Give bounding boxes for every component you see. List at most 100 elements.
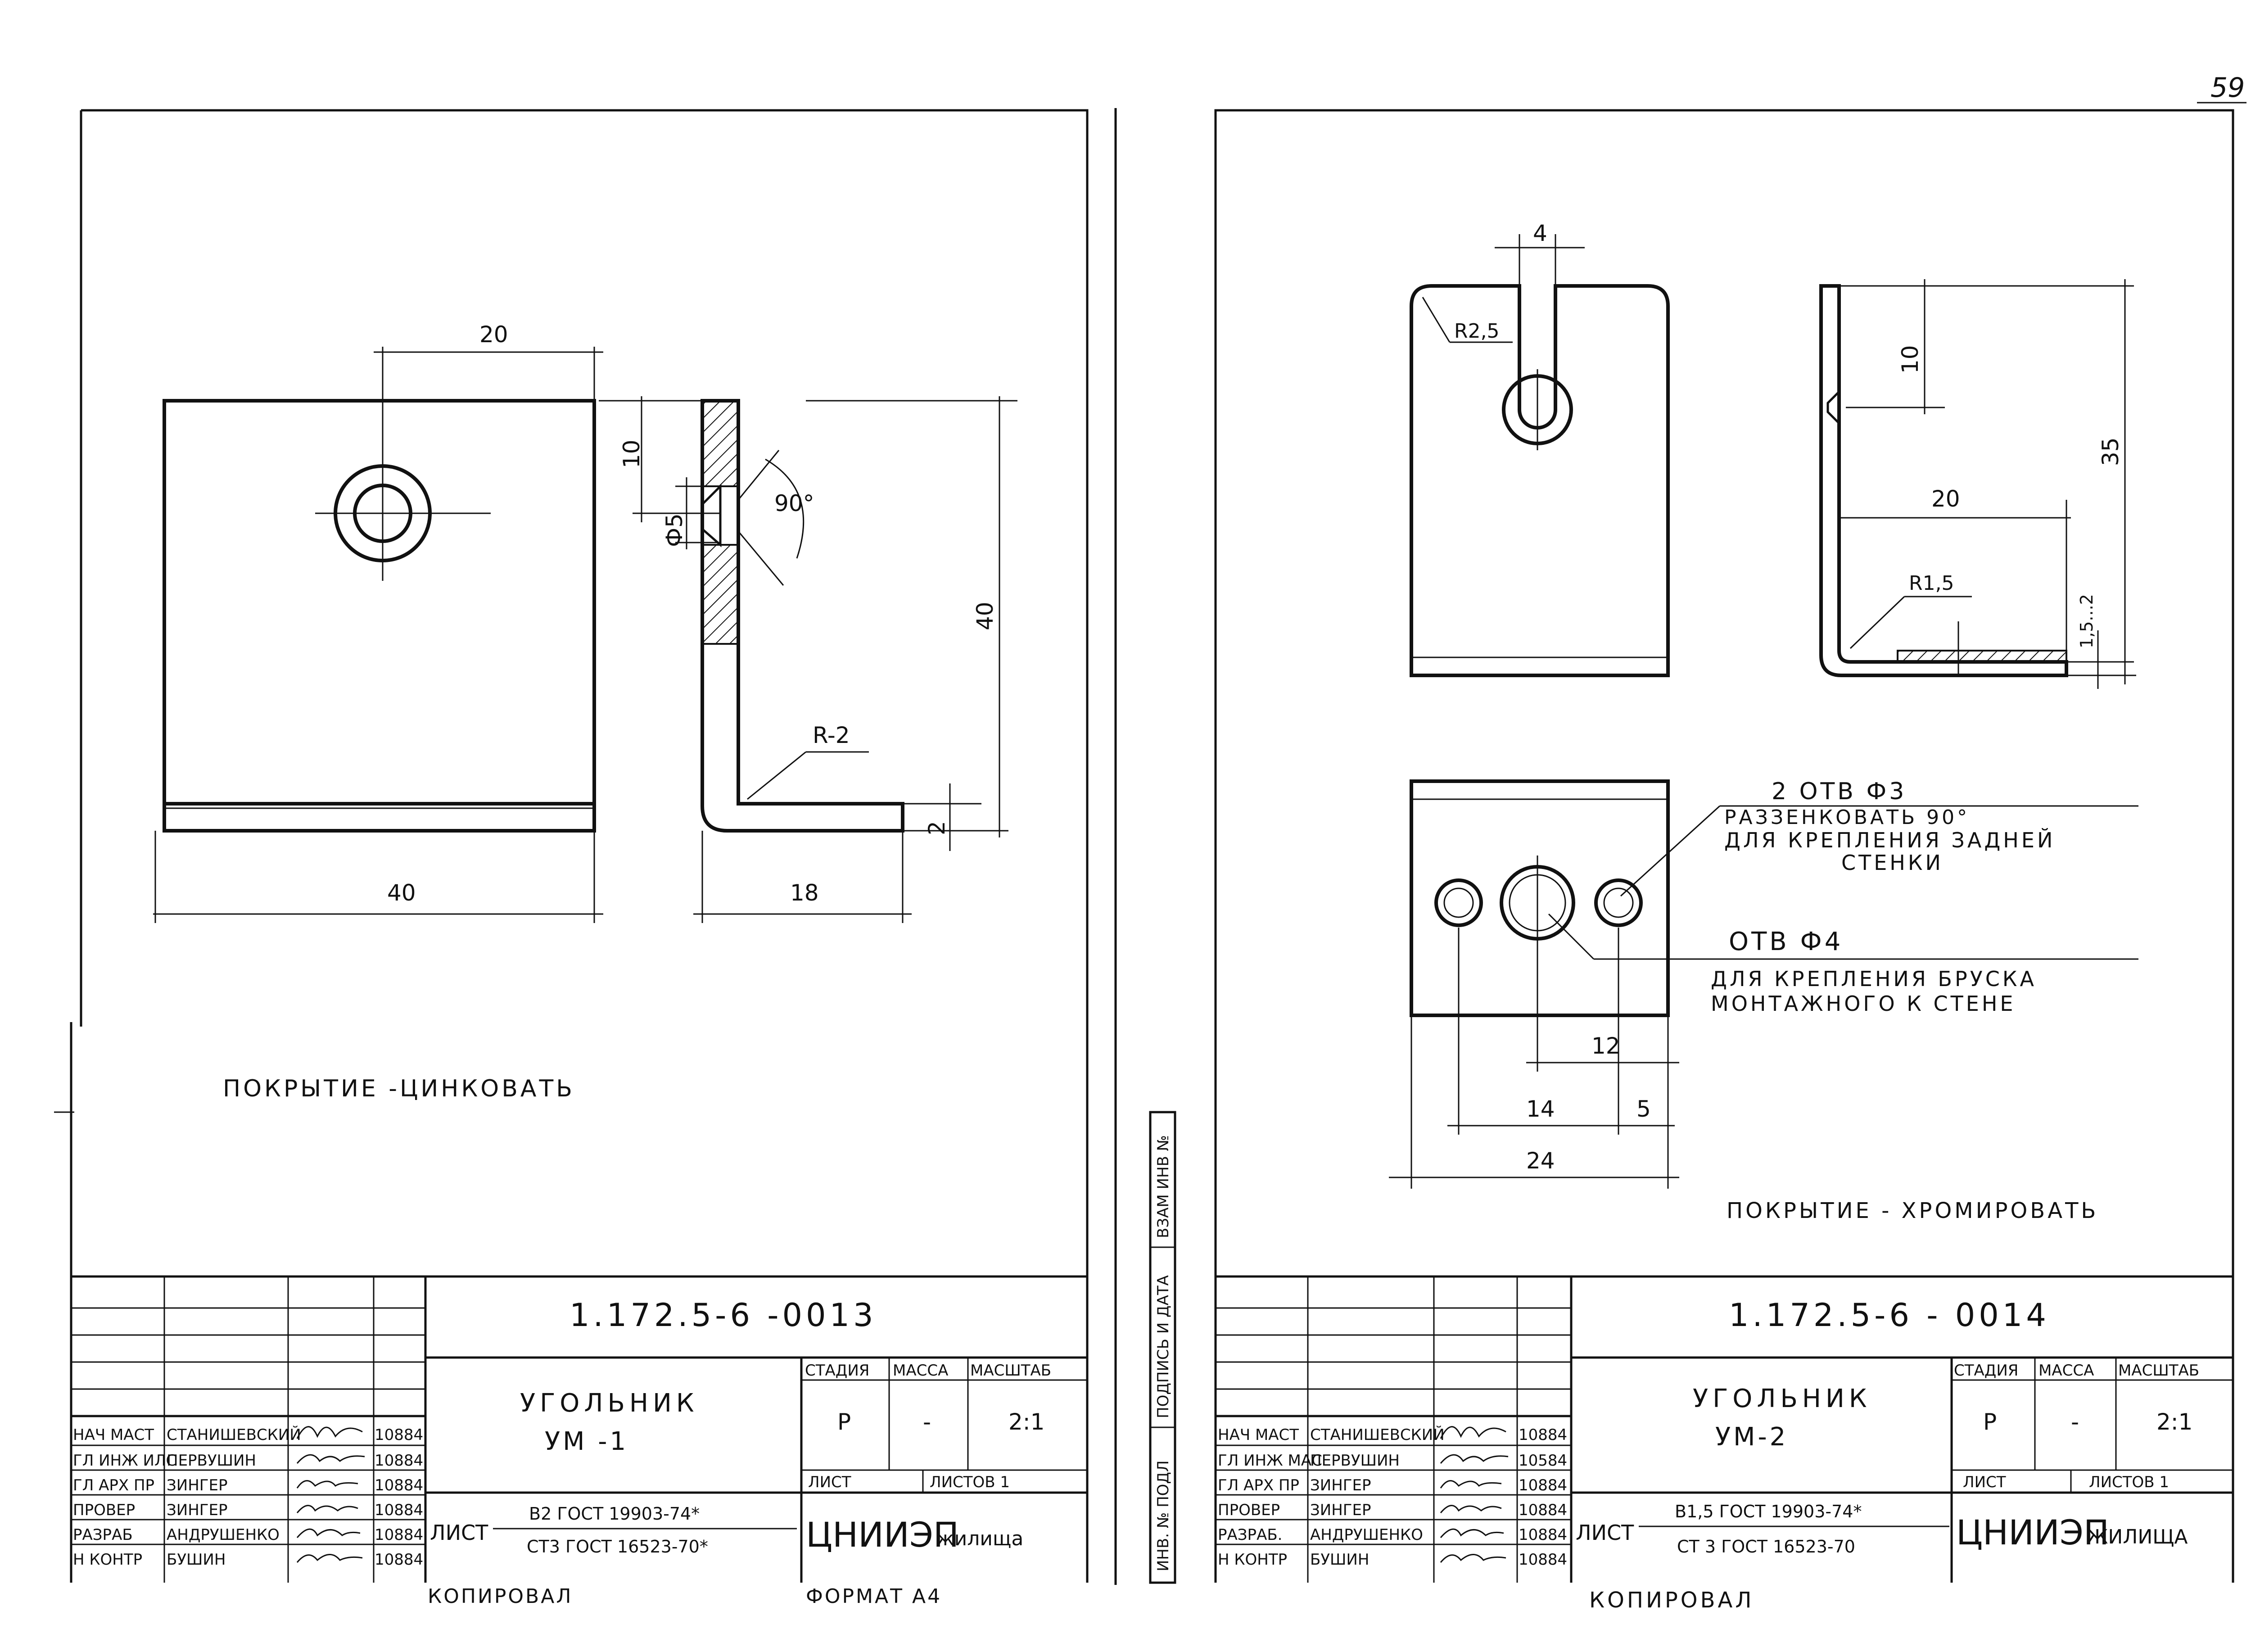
radius-leader <box>1422 297 1451 343</box>
dim-40-vertical-label: 40 <box>972 602 998 630</box>
staff-number: 10884 <box>1519 1501 1567 1519</box>
staff-role: Н КОНТР <box>73 1551 142 1569</box>
stage-value: Р <box>1983 1409 1997 1435</box>
footer-copied: КОПИРОВАЛ <box>1589 1588 1754 1613</box>
footer-copied: КОПИРОВАЛ <box>428 1585 573 1608</box>
note2-leader <box>1548 913 1595 960</box>
radius-r2-label: R-2 <box>813 722 850 748</box>
staff-role: РАЗРАБ <box>73 1526 133 1544</box>
scale-value: 2:1 <box>1008 1409 1044 1435</box>
staff-name: ПЕРВУШИН <box>167 1452 256 1470</box>
dim-35-label: 35 <box>2097 437 2124 466</box>
dim-5-label: 5 <box>1636 1096 1651 1122</box>
staff-name: БУШИН <box>167 1551 226 1569</box>
note1-leader <box>1620 805 1721 897</box>
right-frame <box>1214 109 2234 1583</box>
staff-role: ПРОВЕР <box>73 1501 135 1519</box>
signatures <box>1440 1426 1509 1563</box>
right-sheet: 4 R2,5 10 35 20 R1,5 1,5...2 <box>1149 109 2234 1613</box>
part-name: УГОЛЬНИК <box>1693 1384 1871 1413</box>
hole-3mm <box>1594 878 1643 927</box>
staff-number: 10884 <box>375 1526 423 1544</box>
staff-number: 10884 <box>1519 1426 1567 1444</box>
dim-14-label: 14 <box>1526 1096 1555 1122</box>
title-block-left <box>71 1275 1087 1583</box>
staff-name: АНДРУШЕНКО <box>1310 1526 1423 1544</box>
dim-d5-label: Ф5 <box>661 513 687 547</box>
note2-line1: ОТВ Ф4 <box>1729 927 1843 956</box>
note1-line2: РАЗЗЕНКОВАТЬ 90° <box>1724 806 1970 829</box>
note1-line3: ДЛЯ КРЕПЛЕНИЯ ЗАДНЕЙ <box>1724 828 2055 852</box>
title-block-right <box>1216 1275 2233 1583</box>
dim-2-label: 2 <box>924 821 950 835</box>
dim-40-horizontal-label: 40 <box>387 880 416 906</box>
dim-10-label: 10 <box>1897 345 1923 374</box>
scale-value: 2:1 <box>2156 1409 2192 1435</box>
section-hatch <box>701 400 739 487</box>
organization-suffix: жилища <box>936 1527 1023 1550</box>
staff-role: ГЛ ИНЖ МАС <box>1218 1452 1322 1470</box>
drawing-code: 1.172.5-6 -0013 <box>570 1297 877 1334</box>
page-number: 59 <box>2210 72 2245 104</box>
coating-note: ПОКРЫТИЕ -ЦИНКОВАТЬ <box>223 1075 575 1102</box>
staff-name: ЗИНГЕР <box>167 1476 228 1494</box>
staff-role: НАЧ МАСТ <box>1218 1426 1299 1444</box>
stage-header: СТАДИЯ <box>805 1362 869 1380</box>
sheet-label: ЛИСТ <box>808 1473 851 1491</box>
scale-header: МАСШТАБ <box>970 1362 1051 1380</box>
dim-20-label: 20 <box>1931 486 1960 512</box>
staff-role: НАЧ МАСТ <box>73 1426 154 1444</box>
mass-header: МАССА <box>893 1362 948 1380</box>
dim-24-label: 24 <box>1526 1148 1555 1174</box>
note2-line2: ДЛЯ КРЕПЛЕНИЯ БРУСКА <box>1711 967 2037 991</box>
footer-format: ФОРМАТ А4 <box>806 1585 942 1608</box>
staff-name: ЗИНГЕР <box>1310 1476 1371 1494</box>
dim-20-label: 20 <box>479 321 508 348</box>
staff-name: ПЕРВУШИН <box>1310 1452 1400 1470</box>
drawing-code: 1.172.5-6 - 0014 <box>1729 1297 2050 1334</box>
staff-number: 10884 <box>375 1476 423 1494</box>
radius-leader <box>1849 596 1905 649</box>
part-designation: УМ-2 <box>1715 1422 1788 1452</box>
staff-name: ЗИНГЕР <box>1310 1501 1371 1519</box>
coating-note: ПОКРЫТИЕ - ХРОМИРОВАТЬ <box>1727 1198 2098 1223</box>
note1-line1: 2 ОТВ Ф3 <box>1772 778 1907 805</box>
staff-role: ГЛ АРХ ПР <box>73 1476 154 1494</box>
bracket-um1-front-view <box>163 399 596 833</box>
staff-number: 10884 <box>375 1501 423 1519</box>
note2-line3: МОНТАЖНОГО К СТЕНЕ <box>1711 991 2016 1016</box>
mass-header: МАССА <box>2039 1362 2094 1380</box>
part-name: УГОЛЬНИК <box>520 1389 699 1418</box>
part-designation: УМ -1 <box>545 1427 628 1456</box>
radius-leader <box>747 751 806 800</box>
stamp-sign-date: ПОДПИСЬ И ДАТА <box>1154 1275 1172 1418</box>
mass-value: - <box>923 1409 931 1435</box>
hole-3mm <box>1434 878 1483 927</box>
sheet-label: ЛИСТ <box>1963 1473 2006 1491</box>
staff-role: Н КОНТР <box>1218 1551 1287 1569</box>
dim-4-label: 4 <box>1533 220 1547 246</box>
bracket-um2-side-view <box>1819 284 2068 677</box>
dim-12-label: 12 <box>1591 1033 1620 1059</box>
stage-value: Р <box>837 1409 851 1435</box>
organization: ЦНИИЭП <box>1956 1512 2109 1552</box>
scale-header: МАСШТАБ <box>2118 1362 2199 1380</box>
material-bottom: СТ 3 ГОСТ 16523-70 <box>1677 1537 1855 1557</box>
staff-number: 10884 <box>375 1426 423 1444</box>
dim-10-label: 10 <box>619 439 645 468</box>
organization: ЦНИИЭП <box>806 1515 959 1555</box>
stamp-inv-orig: ИНВ. № ПОДЛ <box>1154 1460 1172 1571</box>
staff-role: ПРОВЕР <box>1218 1501 1280 1519</box>
material-top: В1,5 ГОСТ 19903-74* <box>1675 1502 1862 1521</box>
material-label: ЛИСТ <box>430 1521 488 1545</box>
material-top: В2 ГОСТ 19903-74* <box>529 1504 700 1524</box>
mass-value: - <box>2071 1409 2079 1435</box>
radius-r25-label: R2,5 <box>1454 320 1500 343</box>
staff-role: РАЗРАБ. <box>1218 1526 1282 1544</box>
organization-suffix: ЖИЛИЩА <box>2087 1525 2188 1548</box>
left-sheet: 20 40 10 Ф5 90° 40 R-2 2 <box>70 109 1089 1608</box>
staff-number: 10884 <box>1519 1476 1567 1494</box>
stamp-replace-inv: ВЗАМ ИНВ № <box>1154 1135 1172 1238</box>
signatures <box>296 1426 365 1563</box>
